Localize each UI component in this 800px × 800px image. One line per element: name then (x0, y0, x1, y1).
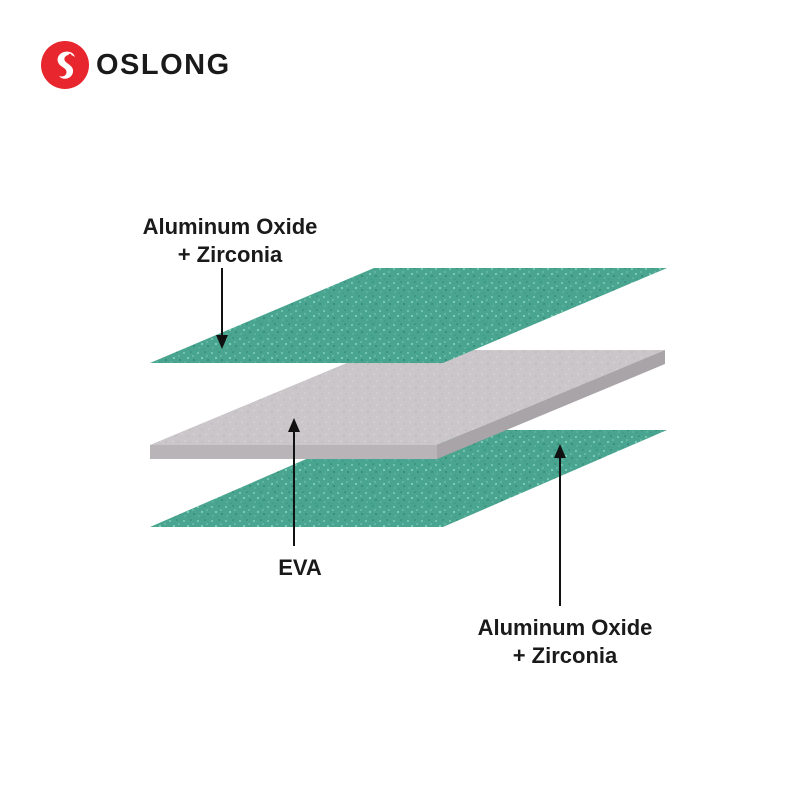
top-label-arrow (216, 268, 228, 349)
eva-material-label-text: EVA (278, 555, 322, 580)
swan-logo-icon (41, 41, 89, 89)
eva-core-side-edge (437, 350, 665, 459)
top-material-label: Aluminum Oxide + Zirconia (110, 213, 350, 269)
eva-label-arrow (288, 418, 300, 546)
brand-name: OSLONG (96, 48, 231, 81)
top-abrasive-layer (150, 268, 667, 363)
eva-material-label: EVA (240, 554, 360, 582)
top-material-label-line1: Aluminum Oxide (142, 214, 318, 239)
bottom-material-label: Aluminum Oxide + Zirconia (445, 614, 685, 670)
brand-logo: OSLONG (40, 40, 231, 90)
bottom-abrasive-layer (150, 430, 667, 527)
bottom-material-label-line2: + Zirconia (512, 643, 618, 668)
bottom-label-arrow (554, 444, 566, 606)
top-material-label-line2: + Zirconia (177, 242, 283, 267)
bottom-material-label-line1: Aluminum Oxide (477, 615, 653, 640)
eva-core-layer (150, 350, 665, 445)
